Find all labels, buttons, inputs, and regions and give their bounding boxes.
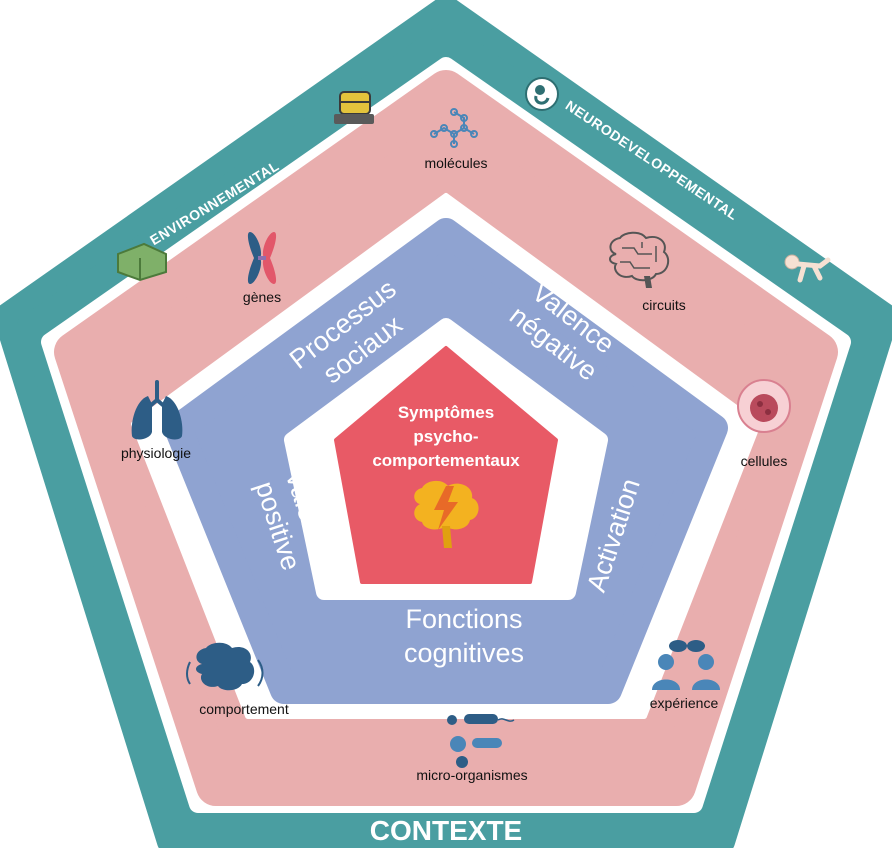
cell-icon xyxy=(737,379,791,433)
level-circuits-label: circuits xyxy=(642,297,686,313)
level-experience-label: expérience xyxy=(650,695,719,711)
context-title: CONTEXTE xyxy=(370,815,522,846)
center-title-line-3: comportementaux xyxy=(372,451,520,470)
barrel-icon xyxy=(334,91,374,124)
level-molecules-label: molécules xyxy=(424,155,487,171)
level-physiologie-label: physiologie xyxy=(121,445,191,461)
domain-fonctions-cognitives: Fonctions cognitives xyxy=(404,604,524,668)
domain-fonctions-cognitives-line-1: Fonctions xyxy=(405,604,522,634)
center-pentagon xyxy=(334,346,558,584)
brain-lightning-icon xyxy=(414,480,479,548)
lungs-icon xyxy=(131,380,183,440)
microbes-icon xyxy=(447,714,515,768)
level-genes-label: gènes xyxy=(243,289,281,305)
fetus-icon xyxy=(525,77,559,111)
level-comportement-label: comportement xyxy=(199,701,289,717)
molecule-icon xyxy=(430,108,478,148)
people-talking-icon xyxy=(652,640,720,690)
brain-circuit-icon xyxy=(609,231,670,288)
level-cellules-label: cellules xyxy=(741,453,788,469)
brain-behavior-icon xyxy=(186,642,264,691)
baby-icon xyxy=(784,254,831,283)
center-title-line-1: Symptômes xyxy=(398,403,494,422)
center-title-line-2: psycho- xyxy=(413,427,478,446)
domain-fonctions-cognitives-line-2: cognitives xyxy=(404,638,524,668)
chromosome-icon xyxy=(247,232,277,284)
level-micro-organismes-label: micro-organismes xyxy=(416,767,527,783)
book-icon xyxy=(117,242,167,282)
